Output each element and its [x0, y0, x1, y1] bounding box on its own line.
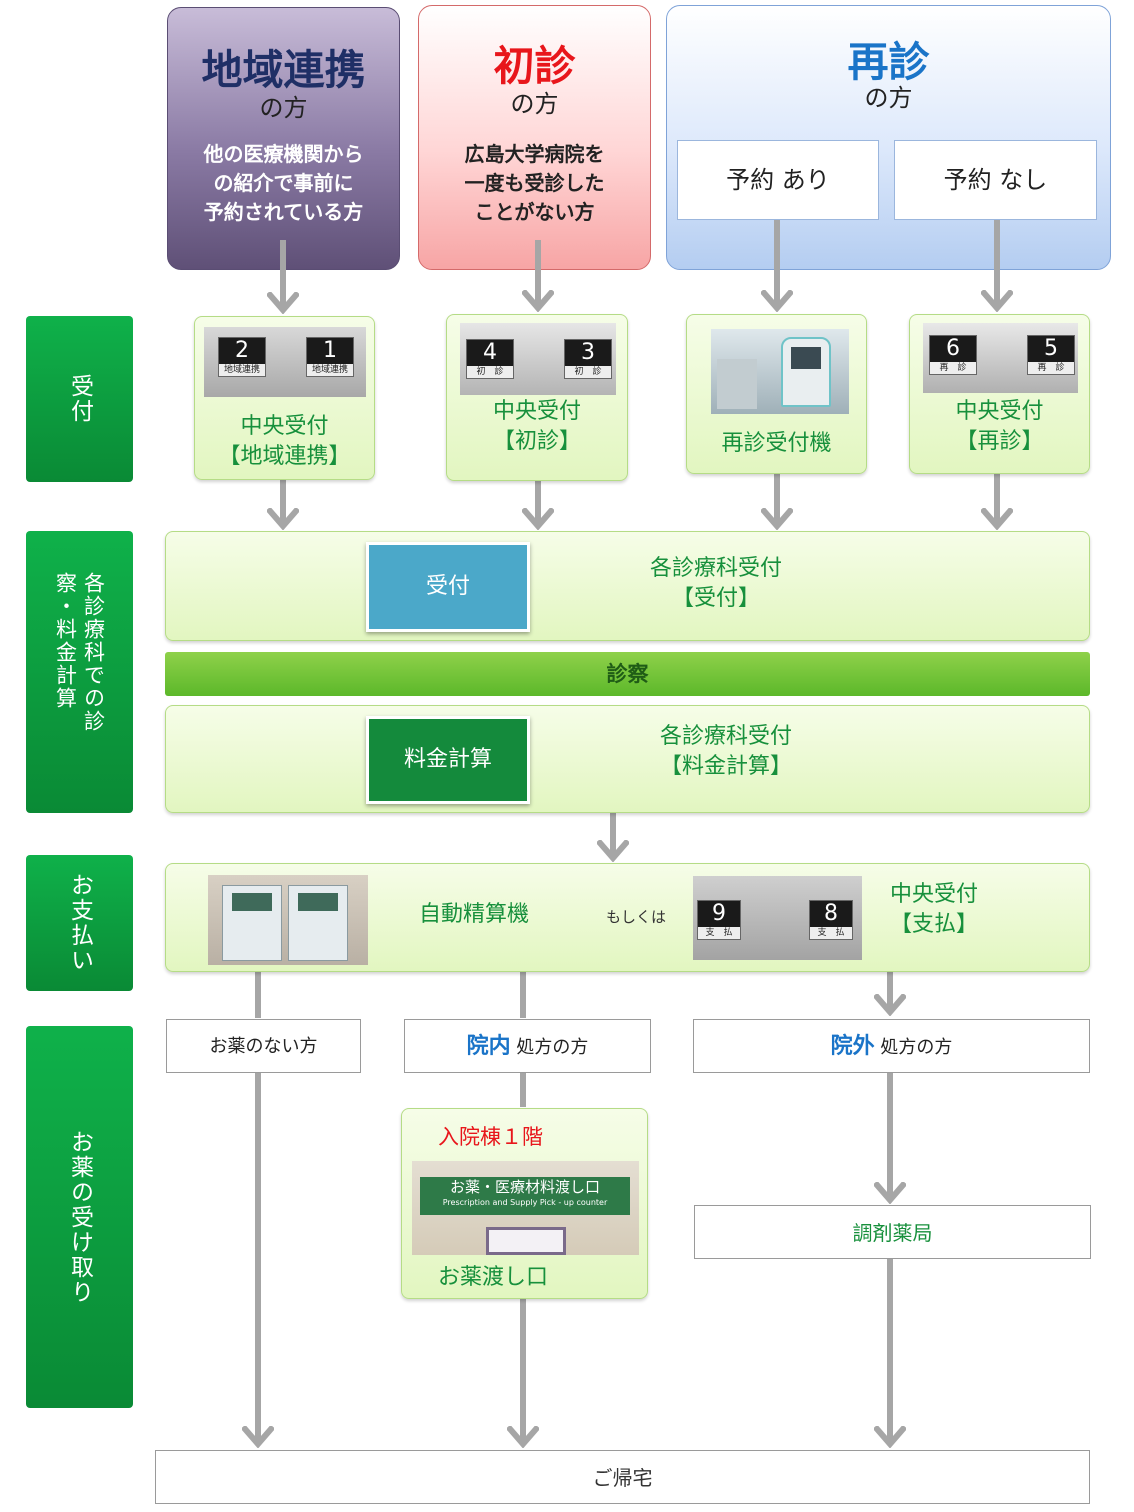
flow-arrow-shaft [887, 1073, 893, 1200]
flow-arrow-shaft [280, 480, 286, 526]
payment-machine-photo [208, 875, 368, 965]
flow-arrow-head-icon [874, 1182, 906, 1204]
dept-reception-label: 各診療科受付【受付】 [649, 556, 782, 611]
saishin-title: 再診 [847, 38, 930, 86]
medicine-counter-box: 入院棟１階 お薬・医療材料渡し口 Prescription and Supply… [401, 1108, 648, 1299]
flow-arrow-head-icon [874, 994, 906, 1016]
flow-arrow-head-icon [761, 508, 793, 530]
saishin-subtitle: の方 [864, 84, 913, 112]
category-shoshin: 初診 の方 広島大学病院を 一度も受診した ことがない方 [418, 5, 651, 270]
reception-chiiki-label: 中央受付【地域連携】 [218, 414, 351, 469]
medicine-counter-photo: お薬・医療材料渡し口 Prescription and Supply Pick … [412, 1161, 639, 1255]
flow-arrow-shaft [255, 972, 261, 1018]
ingai-prescription-box: 院外 処方の方 [693, 1019, 1090, 1073]
flow-arrow-shaft [255, 1073, 261, 1444]
category-chiiki-renkei: 地域連携 の方 他の医療機関から の紹介で事前に 予約されている方 [167, 7, 400, 270]
chiiki-description: 他の医療機関から の紹介で事前に 予約されている方 [203, 142, 364, 224]
payment-machine-screen [298, 893, 338, 911]
flow-arrow-shaft [994, 474, 1000, 526]
flow-arrow-head-icon [242, 1426, 274, 1448]
flow-arrow-shaft [520, 972, 526, 1018]
shoshin-subtitle: の方 [510, 90, 559, 118]
no-medicine-box: お薬のない方 [166, 1019, 361, 1073]
flow-arrow-shaft [520, 1073, 526, 1107]
medicine-counter-window [486, 1227, 566, 1255]
shoshin-description: 広島大学病院を 一度も受診した ことがない方 [464, 142, 605, 224]
flow-arrow-head-icon [761, 290, 793, 312]
kiosk-machine [781, 337, 831, 407]
kiosk-machine [717, 359, 757, 409]
flow-arrow-shaft [535, 481, 541, 526]
flow-arrow-head-icon [597, 840, 629, 862]
dept-billing-box: 料金計算 各診療科受付【料金計算】 [165, 705, 1090, 813]
pharmacy-box: 調剤薬局 [694, 1205, 1091, 1259]
medicine-counter-sign: お薬・医療材料渡し口 Prescription and Supply Pick … [420, 1177, 630, 1215]
kiosk-screen [791, 347, 821, 369]
shoshin-title: 初診 [493, 42, 576, 90]
section-label-shinsatsu: 各診療科での診察・料金計算 [26, 531, 133, 813]
flow-arrow-head-icon [267, 508, 299, 530]
flow-arrow-head-icon [874, 1426, 906, 1448]
flow-arrow-head-icon [981, 508, 1013, 530]
reservation-yes-box: 予約 あり [677, 140, 879, 220]
flow-arrow-shaft [610, 813, 616, 858]
reservation-no-box: 予約 なし [894, 140, 1097, 220]
innai-prescription-box: 院内 処方の方 [404, 1019, 651, 1073]
flow-arrow-shaft [887, 1259, 893, 1444]
reception-machine-label: 再診受付機 [721, 431, 832, 456]
category-saishin: 再診 の方 [666, 5, 1111, 270]
flow-arrow-shaft [887, 972, 893, 1012]
payment-machine-screen [232, 893, 272, 911]
reception-machine-photo [711, 329, 849, 414]
medicine-floor-label: 入院棟１階 [438, 1125, 543, 1149]
flow-arrow-head-icon [267, 292, 299, 314]
flow-arrow-shaft [535, 240, 541, 308]
flow-arrow-shaft [520, 1299, 526, 1444]
flow-arrow-shaft [280, 240, 286, 310]
dept-reception-box: 受付 各診療科受付【受付】 [165, 531, 1090, 641]
chiiki-title: 地域連携 [201, 46, 366, 94]
payment-counter-label: 中央受付【支払】 [889, 882, 978, 937]
flow-arrow-shaft [994, 220, 1000, 308]
flow-arrow-head-icon [522, 508, 554, 530]
reception-shoshin-label: 中央受付【初診】 [492, 399, 581, 454]
flow-arrow-shaft [774, 220, 780, 308]
payment-or-label: もしくは [605, 908, 666, 926]
dept-billing-tag: 料金計算 [366, 716, 530, 804]
flow-arrow-head-icon [522, 290, 554, 312]
flow-arrow-head-icon [981, 290, 1013, 312]
home-box: ご帰宅 [155, 1450, 1090, 1504]
examination-bar: 診察 [165, 652, 1090, 696]
flow-arrow-shaft [774, 474, 780, 526]
section-label-uketsuke: 受付 [26, 316, 133, 482]
payment-machine-label: 自動精算機 [418, 902, 529, 927]
section-label-kusuri: お薬の受け取り [26, 1026, 133, 1408]
medicine-counter-label: お薬渡し口 [438, 1265, 549, 1290]
reception-saishin-label: 中央受付【再診】 [955, 399, 1044, 454]
section-label-shiharai: お支払い [26, 855, 133, 991]
flow-arrow-head-icon [507, 1426, 539, 1448]
chiiki-subtitle: の方 [259, 94, 308, 122]
dept-billing-label: 各診療科受付【料金計算】 [659, 724, 792, 779]
reception-machine-box: 再診受付機 [686, 314, 867, 474]
dept-reception-tag: 受付 [366, 542, 530, 632]
